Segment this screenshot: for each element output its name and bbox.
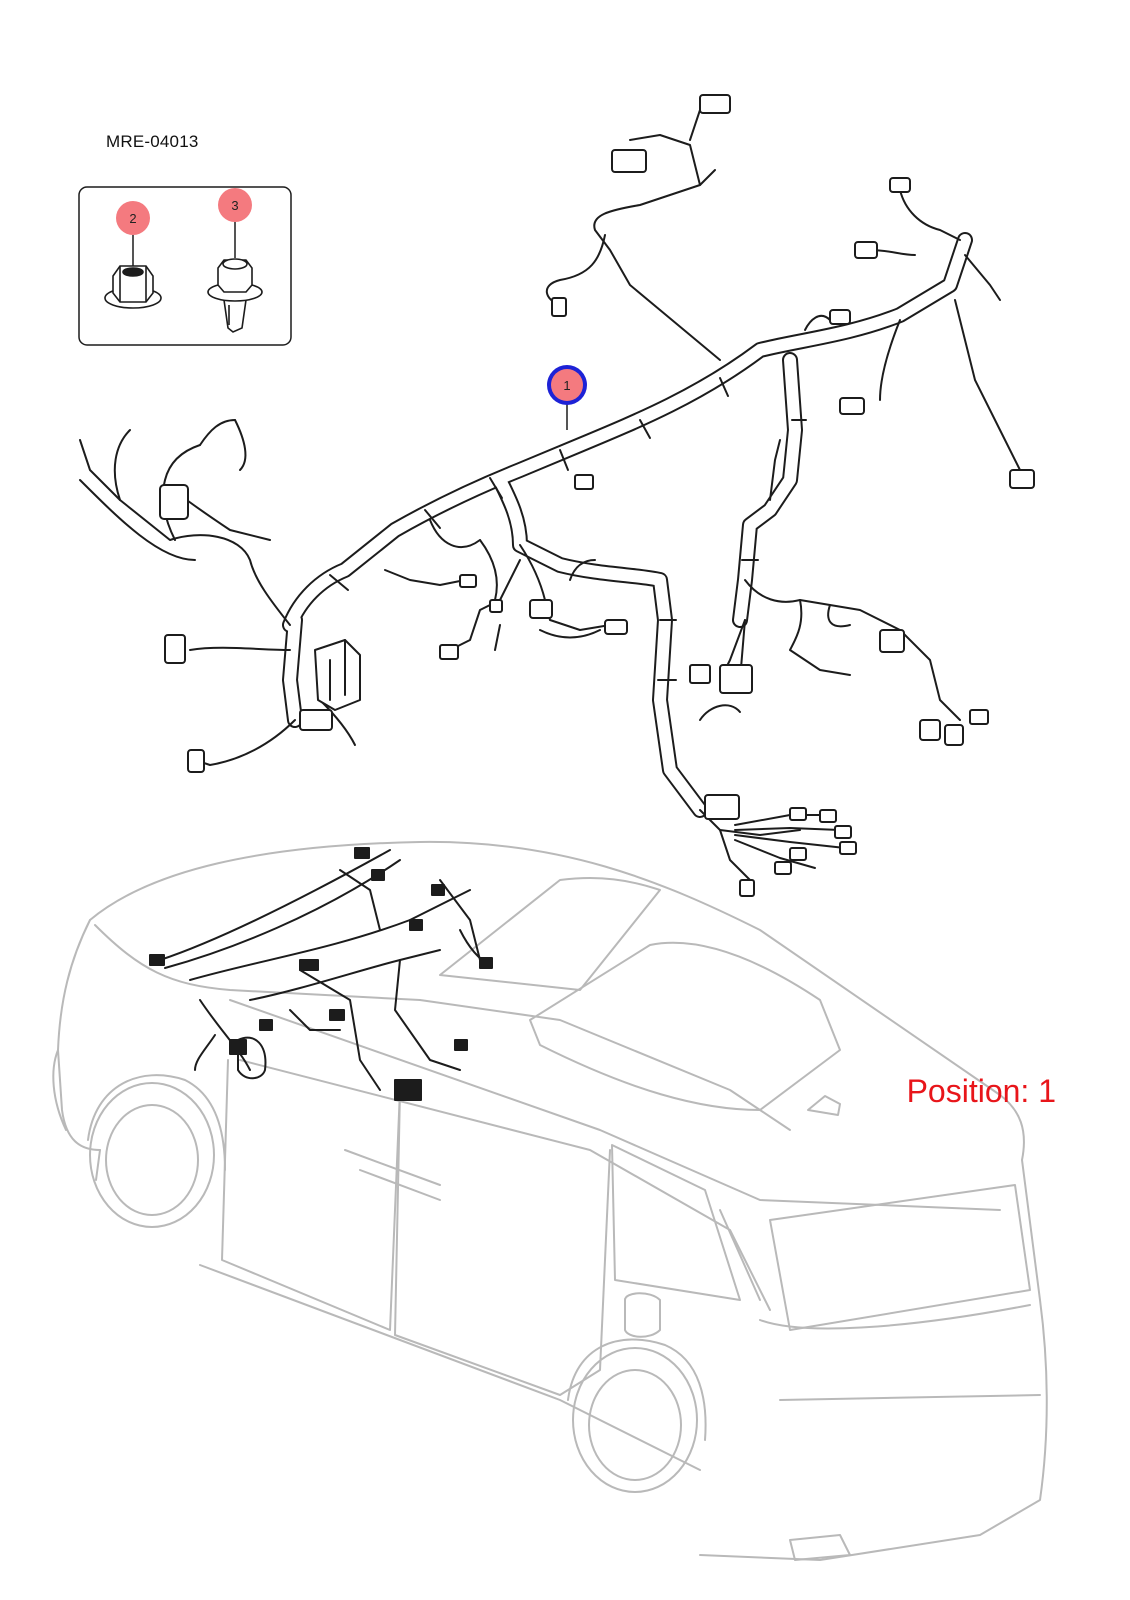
flange-nut-icon [104, 265, 162, 309]
hardware-inset: 2 3 [78, 186, 292, 346]
callout-2[interactable]: 2 [116, 201, 150, 266]
position-indicator: Position: 1 [906, 1073, 1056, 1109]
drawing-code: MRE-04013 [106, 132, 199, 151]
harness-on-vehicle [149, 847, 493, 1101]
callout-1[interactable]: 1 [547, 365, 587, 430]
vehicle-outline [52, 840, 1048, 1561]
side-mirror [237, 1036, 267, 1080]
callout-2-number: 2 [129, 211, 136, 226]
callout-1-number: 1 [563, 378, 570, 393]
callout-3[interactable]: 3 [218, 188, 252, 258]
clip-bolt-icon [207, 258, 263, 333]
wiring-harness [79, 94, 1035, 897]
callout-3-number: 3 [231, 198, 238, 213]
